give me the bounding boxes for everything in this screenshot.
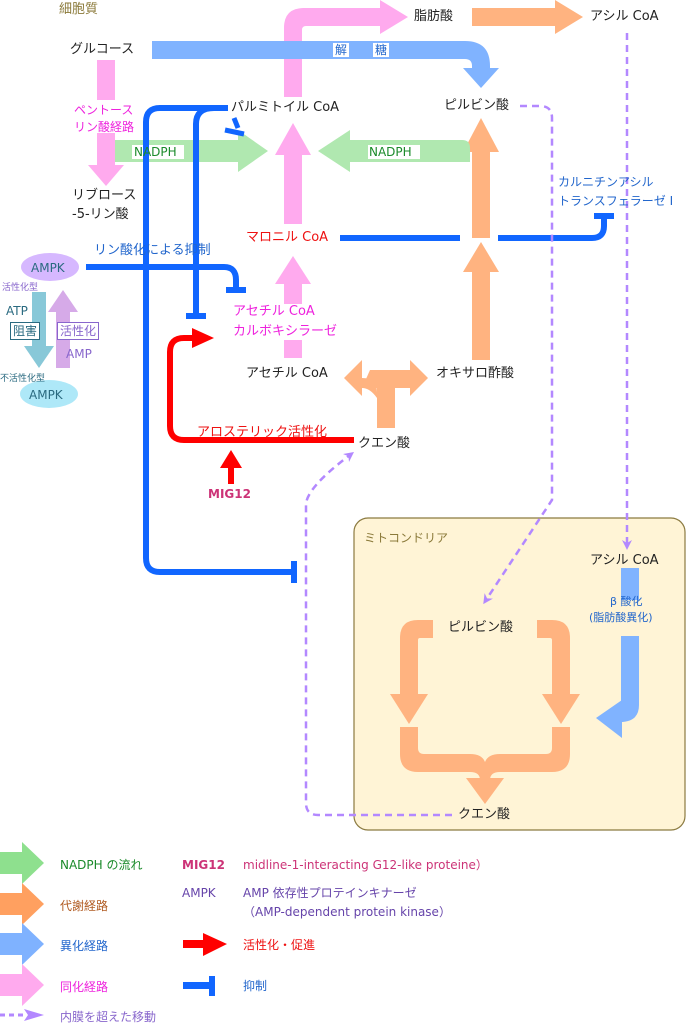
legend-catabolic-label: 異化経路 [60, 939, 109, 953]
pyruvate-cyto-label: ピルビン酸 [444, 98, 510, 113]
fatty-acid-label: 脂肪酸 [414, 9, 454, 24]
atp-label: ATP [6, 304, 28, 318]
ampk-inhibition-line [86, 264, 239, 290]
palmitoyl-nadph-inhibition [231, 117, 241, 129]
cpt-label-1: カルニチンアシル [558, 175, 654, 189]
legend-ampk-full-en: （AMP-dependent protein kinase） [243, 905, 451, 919]
pentose-label-1: ペントース [74, 103, 134, 117]
beta-oxidation-arrow [596, 568, 639, 738]
legend-transport-label: 内膜を超えた移動 [60, 1010, 157, 1024]
mitochondria-box [353, 517, 686, 831]
glucose-label: グルコース [70, 42, 135, 57]
ampk-active-label: AMPK [31, 261, 65, 275]
legend-anabolic-label: 同化経路 [60, 980, 109, 994]
legend-blue-arrow-icon [0, 923, 44, 965]
active-form-label: 活性化型 [2, 283, 39, 293]
acyl-coa-cyto-label: アシル CoA [590, 9, 659, 24]
mig12-label: MIG12 [208, 487, 251, 501]
pentose-arrow-shaft-top [97, 60, 115, 100]
acc-label-2: カルボキシラーゼ [233, 324, 338, 339]
cpt-label-2: トランスフェラーゼ I [558, 194, 674, 208]
inactive-form-label: 不活性化型 [0, 374, 46, 384]
oxaloacetate-label: オキサロ酢酸 [436, 366, 515, 381]
ampk-inactive-label: AMPK [29, 388, 63, 402]
oxaloacetate-to-pyruvate-arrow [463, 118, 499, 360]
ampk-active-ellipse [21, 253, 79, 281]
malonyl-to-palmitoyl-arrow [275, 123, 311, 224]
palmitoyl-to-fatty-acid-arrow [284, 0, 408, 97]
beta-oxidation-label-2: (脂肪酸異化) [589, 611, 653, 624]
legend-nadph-label: NADPH の流れ [60, 858, 143, 872]
palmitoyl-inhibition-outer [143, 105, 294, 575]
nadph-right-label: NADPH [369, 145, 412, 159]
malonyl-coa-label: マロニル CoA [246, 230, 329, 245]
legend-inhibition-label: 抑制 [243, 979, 268, 993]
legend-green-arrow-icon [0, 842, 44, 884]
activate-label: 活性化 [57, 322, 100, 340]
pentose-label-2: リン酸経路 [74, 120, 135, 134]
legend-activation-arrow-icon [183, 933, 227, 956]
ribulose-label-2: -5-リン酸 [72, 207, 129, 222]
legend-orange-arrow-icon [0, 883, 44, 925]
citrate-mito-label: クエン酸 [458, 807, 511, 822]
legend-mig12-full: midline-1-interacting G12-like proteine） [243, 858, 488, 872]
palmitoyl-coa-label: パルミトイル CoA [231, 100, 340, 115]
pyruvate-mito-label: ピルビン酸 [448, 620, 514, 635]
glycolysis-label-2: 糖 [375, 43, 388, 57]
legend-dashed-arrow-icon [0, 1009, 44, 1021]
mitochondria-label: ミトコンドリア [364, 531, 449, 545]
glycolysis-arrow [152, 41, 499, 88]
citrate-transport [304, 451, 452, 817]
legend-mig12-abbr: MIG12 [182, 858, 225, 872]
pyruvate-transport [483, 104, 554, 605]
legend-inhibition-icon [183, 976, 215, 996]
acetyl-to-malonyl-arrow [275, 256, 311, 358]
inhibit-label: 阻害 [10, 322, 41, 340]
citrate-cyto-label: クエン酸 [358, 436, 411, 451]
legend-ampk-full: AMP 依存性プロテインキナーゼ [243, 886, 417, 900]
acyl-coa-mito-label: アシル CoA [590, 553, 659, 568]
legend-metabolic-label: 代謝経路 [60, 899, 109, 913]
ampk-inactive-ellipse [20, 380, 78, 408]
legend-ampk-abbr: AMPK [182, 886, 216, 900]
ribulose-label-1: リブロース [72, 188, 137, 203]
acetyl-coa-label: アセチル CoA [246, 366, 328, 381]
acc-label-1: アセチル CoA [233, 304, 315, 319]
fatty-acid-to-acyl-coa-arrow [472, 0, 583, 34]
nadph-left-label: NADPH [134, 145, 177, 159]
allosteric-activation-line [167, 335, 354, 443]
glycolysis-label-1: 解 [335, 43, 348, 57]
cytoplasm-label: 細胞質 [59, 2, 99, 17]
pentose-arrow [88, 133, 124, 186]
allosteric-activation-label: アロステリック活性化 [197, 425, 328, 440]
phospho-inhibition-label: リン酸化による抑制 [94, 243, 211, 258]
beta-oxidation-label-1: β 酸化 [610, 595, 643, 608]
amp-label: AMP [66, 347, 92, 361]
legend-activation-label: 活性化・促進 [243, 938, 316, 952]
citrate-split-arrow [344, 360, 428, 428]
mito-pyruvate-to-citrate-arrows [390, 620, 580, 804]
legend-pink-arrow-icon [0, 964, 44, 1006]
mig12-activation-arrow [220, 450, 242, 484]
palmitoyl-inhibition-inner [193, 105, 215, 316]
